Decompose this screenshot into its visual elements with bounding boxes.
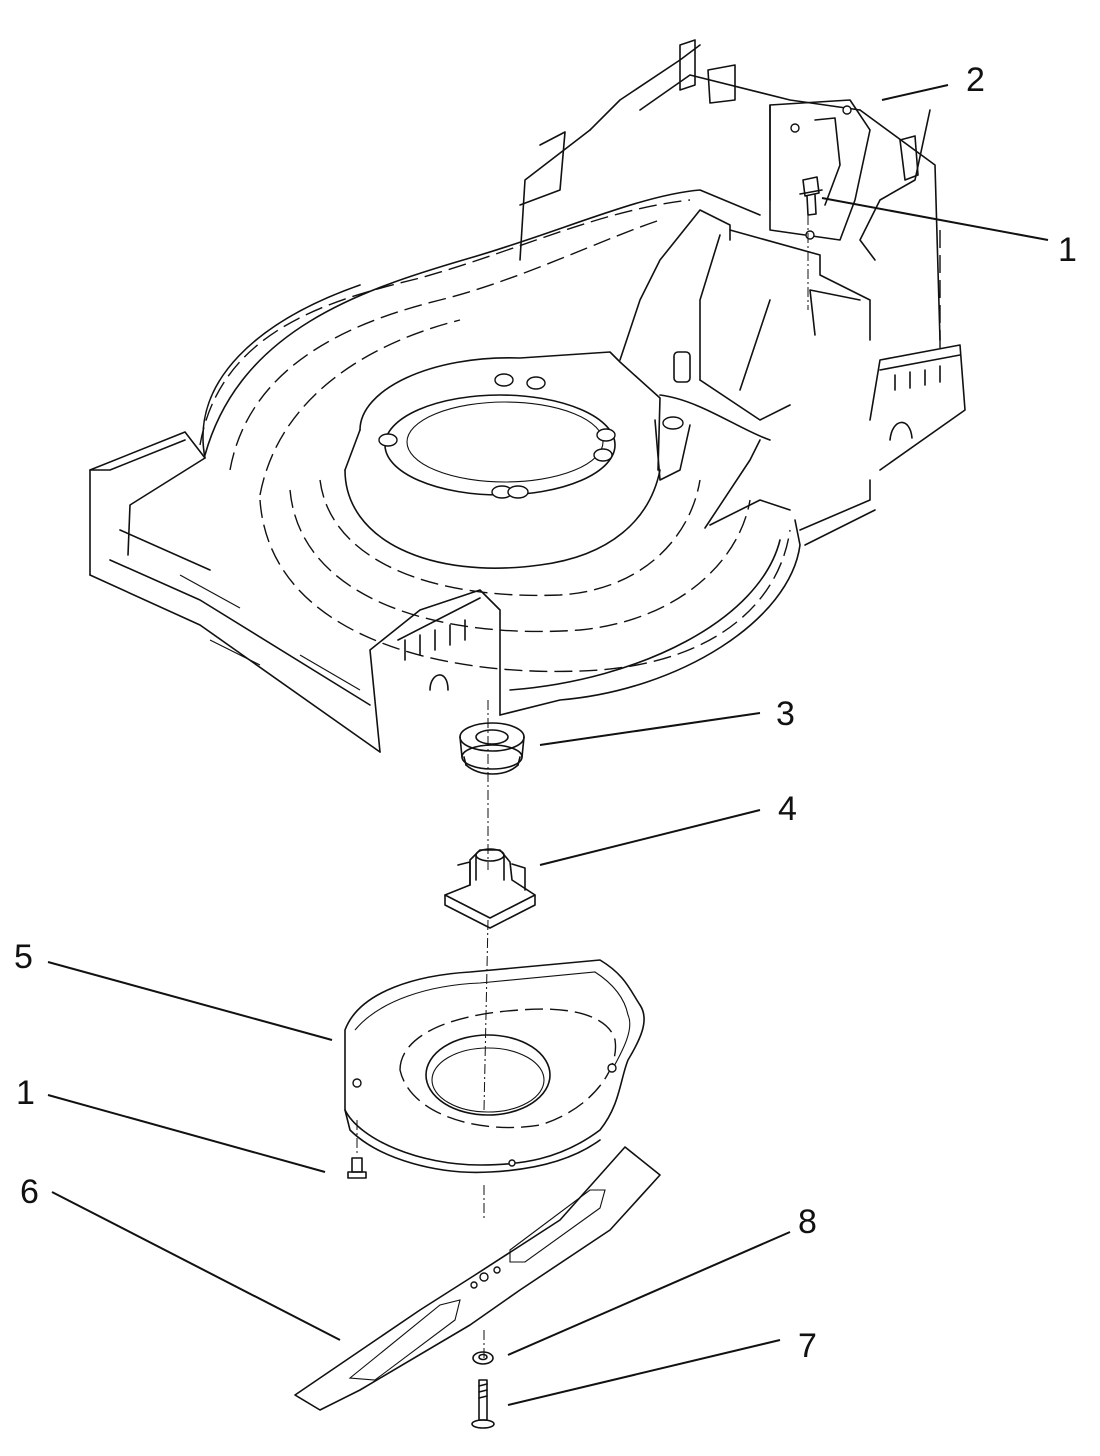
rear-bracket — [769, 99, 871, 241]
leader-line-3 — [539, 712, 761, 746]
leader-line-7 — [507, 1339, 781, 1406]
bearing — [459, 722, 525, 775]
blade-adapter — [444, 848, 536, 929]
callout-8: 8 — [798, 1203, 817, 1241]
blade-bolt — [471, 1379, 495, 1429]
callout-5: 5 — [14, 938, 33, 976]
leader-line-2 — [881, 84, 949, 101]
leader-line-8 — [507, 1231, 791, 1356]
washer — [472, 1351, 494, 1365]
callout-6: 6 — [20, 1173, 39, 1211]
callout-7: 7 — [798, 1327, 817, 1365]
leader-line-1-top — [821, 197, 1049, 241]
callout-3: 3 — [776, 695, 795, 733]
flange-bolt-top — [799, 176, 823, 216]
leader-line-5 — [47, 961, 333, 1041]
baffle-plate — [344, 959, 645, 1174]
mounting-bosses — [378, 373, 616, 499]
mower-deck-housing — [89, 39, 966, 753]
blade — [294, 1146, 661, 1411]
callout-4: 4 — [778, 790, 797, 828]
flange-bolt-lower — [347, 1157, 367, 1179]
callout-1-lower: 1 — [16, 1074, 35, 1112]
callout-1-top: 1 — [1058, 231, 1077, 269]
center-axis-line-lower — [483, 919, 489, 1111]
leader-line-6 — [51, 1191, 341, 1341]
leader-line-1-lower — [47, 1094, 326, 1173]
callout-2: 2 — [966, 61, 985, 99]
leader-line-4 — [539, 809, 761, 866]
